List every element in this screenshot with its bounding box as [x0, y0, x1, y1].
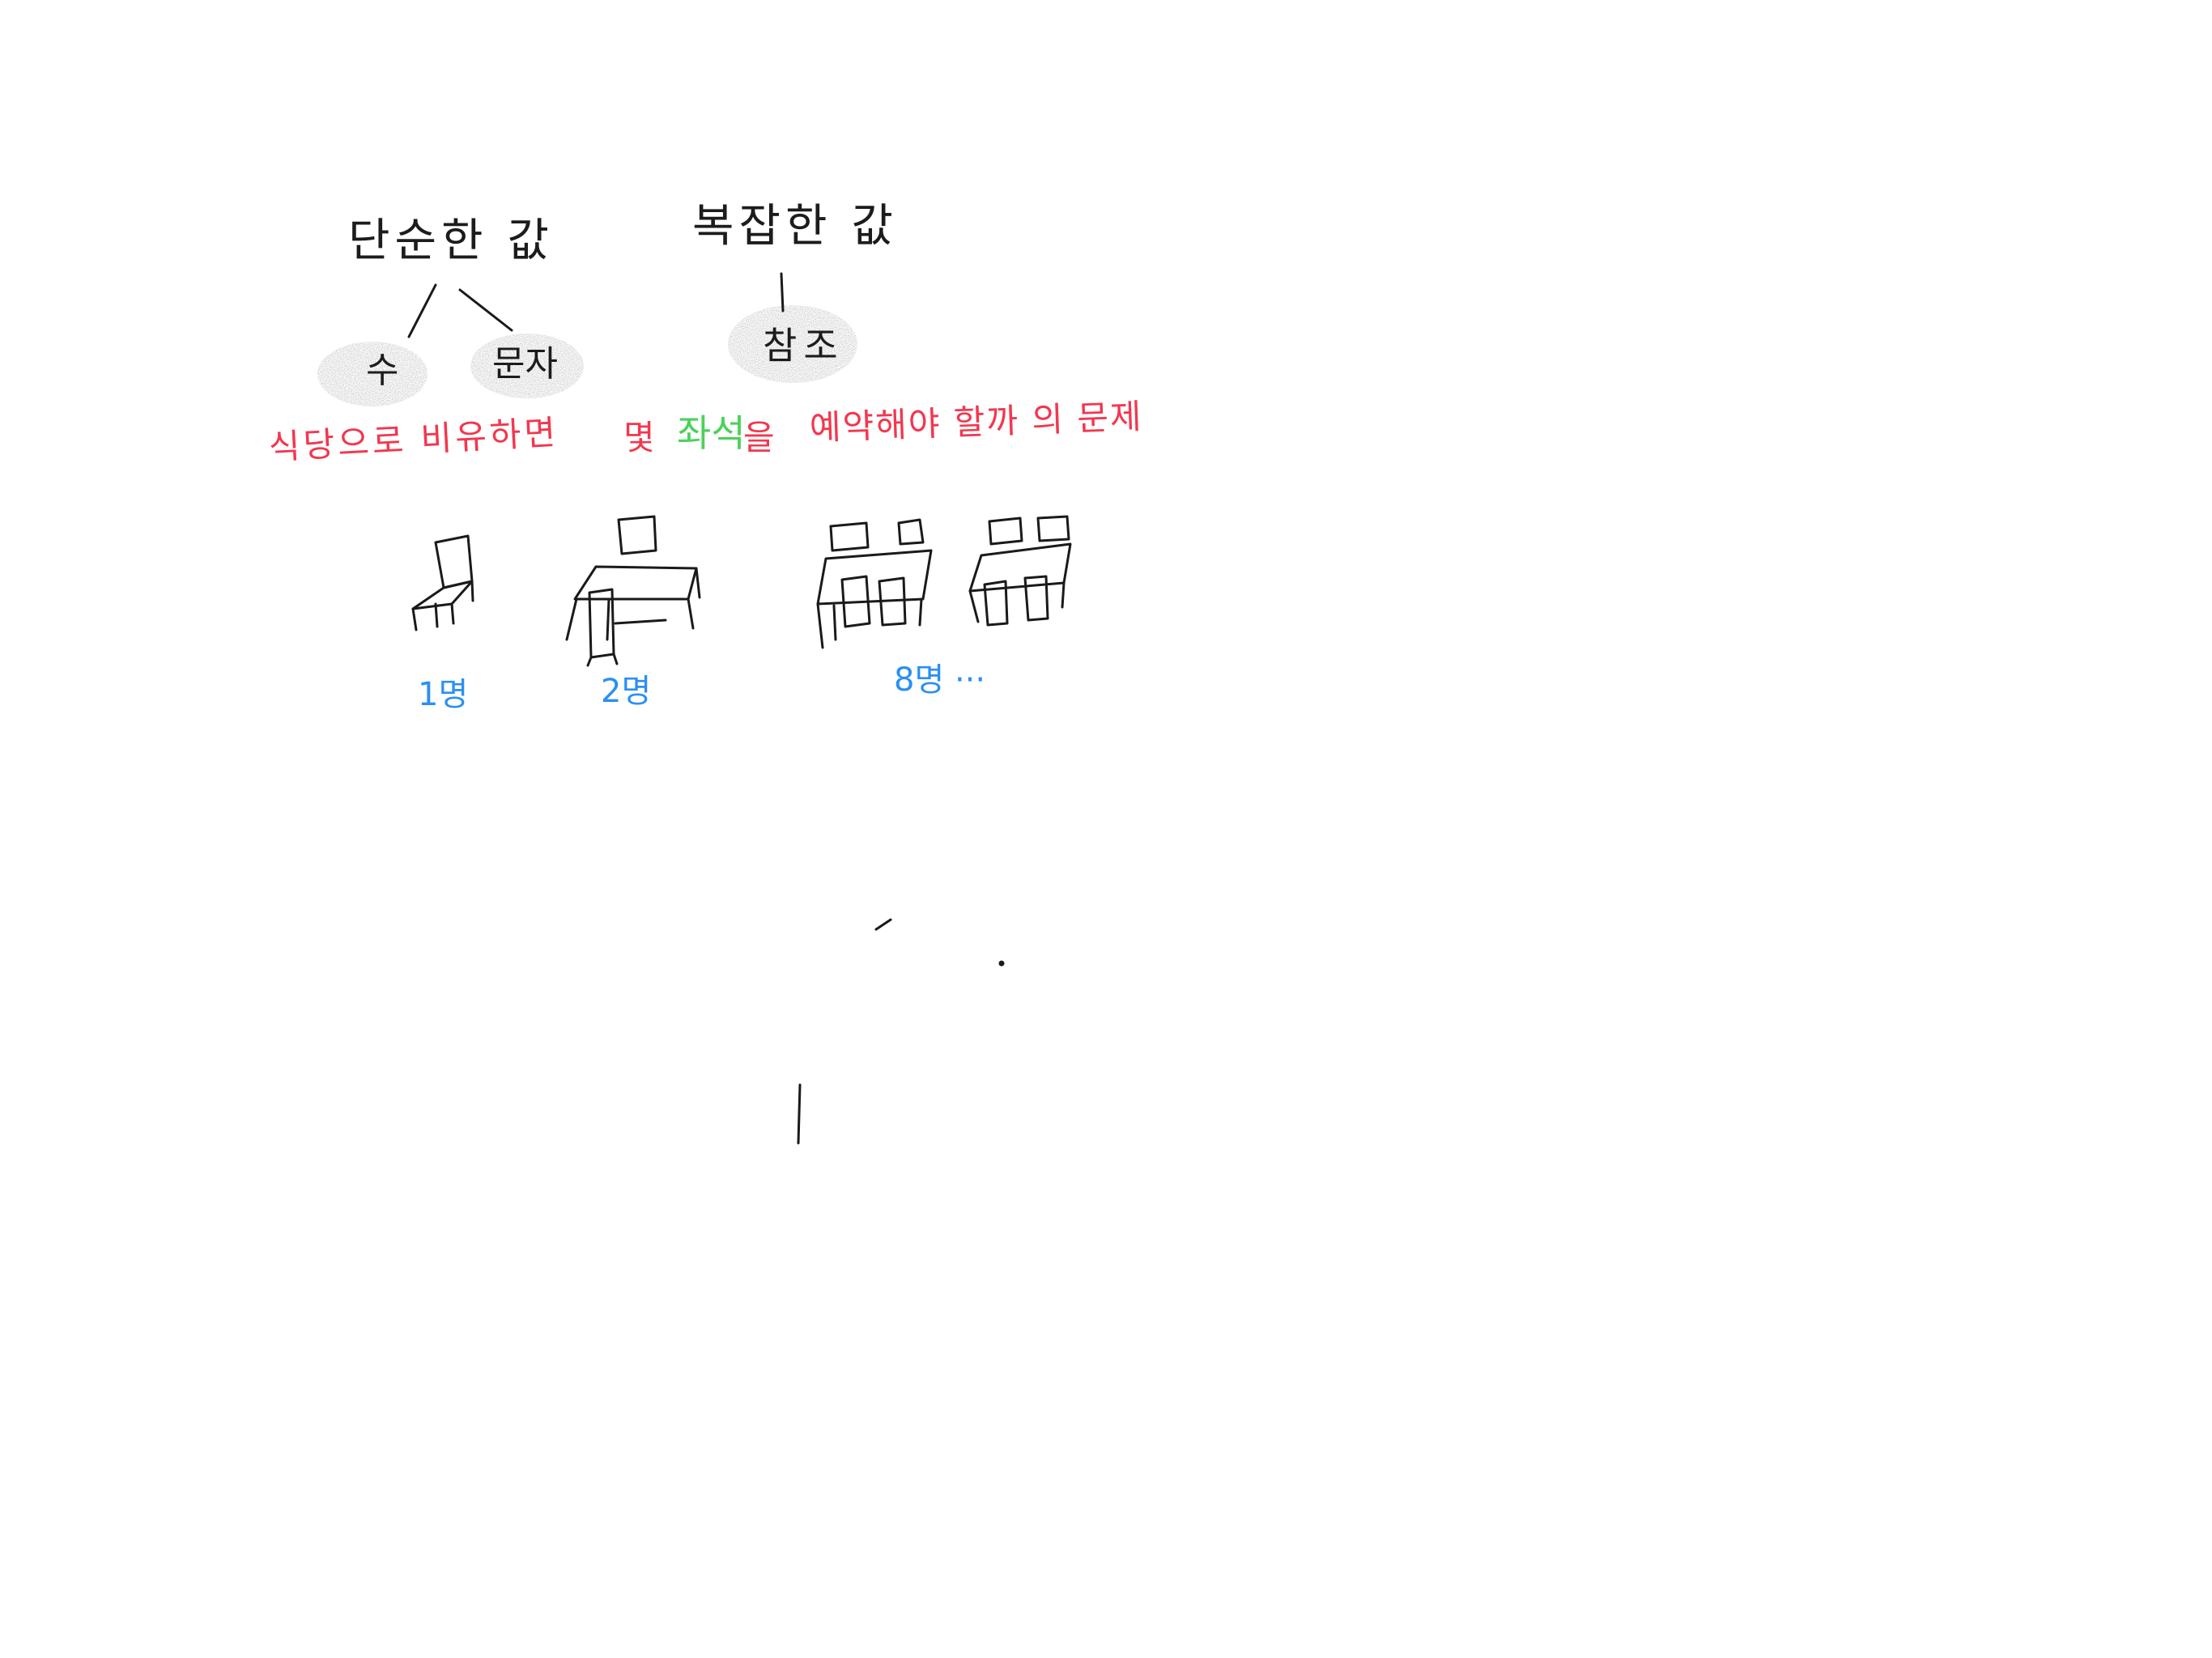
- reference-bubble: [728, 305, 857, 383]
- branch-line-right: [458, 288, 513, 332]
- analogy-text-seat: 좌석: [677, 411, 746, 455]
- eight-seat-table-right-sketch: [968, 515, 1072, 627]
- eight-seat-table-left-sketch: [816, 518, 933, 649]
- branch-line-reference: [780, 272, 785, 312]
- string-bubble-label: 문자: [492, 343, 558, 385]
- heading-simple-values: 단순한 값: [348, 215, 554, 267]
- seat-label-one: 1명: [418, 676, 469, 713]
- heading-complex-values: 복잡한 값: [692, 200, 898, 253]
- pencil-stroke: [797, 1083, 802, 1145]
- number-bubble-label: 수: [366, 350, 399, 391]
- seat-label-eight: 8명 ···: [894, 661, 986, 699]
- number-bubble: [317, 342, 428, 406]
- string-bubble: [470, 334, 584, 398]
- stray-stroke: [874, 918, 892, 931]
- single-chair-sketch: [411, 534, 474, 631]
- reference-bubble-label: 참조: [763, 324, 844, 368]
- stray-dot: [998, 960, 1005, 967]
- seat-label-two: 2명: [601, 673, 652, 710]
- analogy-text-part-4: 을: [743, 418, 775, 457]
- analogy-text-part-2: 몇: [623, 418, 655, 457]
- two-seat-table-sketch: [565, 515, 701, 667]
- branch-line-left: [407, 283, 437, 338]
